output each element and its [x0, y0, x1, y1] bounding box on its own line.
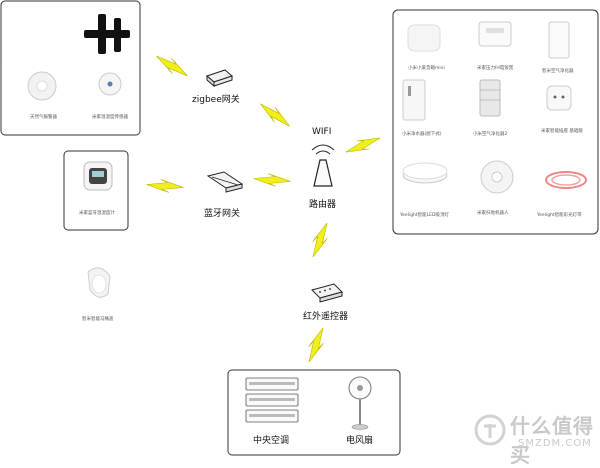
wifi-device-label-9: Yeelight智能彩光灯带	[537, 213, 582, 218]
zigbee-gateway-label: zigbee网关	[192, 95, 240, 105]
bt-thermometer-icon	[83, 161, 113, 191]
temp-sensor-icon	[98, 72, 122, 96]
wifi-device-icons	[402, 21, 587, 194]
wifi-label: WIFI	[312, 127, 332, 137]
gas-sensor-label: 天然气报警器	[30, 115, 57, 120]
ir-remote-label: 红外遥控器	[303, 312, 349, 322]
toilet-seat-icon	[87, 267, 111, 298]
electric-fan-label: 电风扇	[346, 436, 374, 446]
wifi-device-label-3: 智米空气净化器	[542, 69, 574, 74]
bolt-router-ir	[309, 220, 331, 260]
wifi-device-label-5: 小米空气净化器2	[473, 132, 508, 137]
wifi-device-label-6: 米家智能插座 基础版	[541, 129, 583, 134]
wifi-device-label-1: 小米小爱音箱mini	[408, 66, 445, 71]
bolt-zigbee-router	[255, 100, 295, 130]
central-ac-icon	[245, 377, 299, 423]
gas-sensor-icon	[27, 71, 57, 101]
wifi-device-label-2: 米家压力IH电饭煲	[477, 66, 514, 71]
bolt-bt-panel	[145, 176, 185, 196]
door-lock-icon	[84, 14, 130, 54]
bolt-router-wifi-panel	[343, 128, 383, 162]
fan-icon	[348, 376, 372, 430]
wifi-device-label-7: Yeelight智能LED吸顶灯	[400, 213, 449, 218]
router-label: 路由器	[309, 200, 337, 210]
network-diagram	[0, 0, 599, 456]
bolt-zigbee-panel	[152, 52, 192, 80]
temp-sensor-label: 米家温湿度传感器	[92, 115, 128, 120]
bolt-bt-router	[252, 170, 292, 190]
zigbee-gateway-icon	[206, 69, 233, 88]
ir-remote-icon	[311, 283, 343, 303]
router-icon	[311, 144, 335, 187]
toilet-seat-label: 智米智能马桶盖	[82, 317, 114, 322]
bt-gateway-icon	[206, 171, 244, 193]
wifi-device-label-8: 米家扫地机器人	[477, 211, 509, 216]
bolt-ir-devices	[305, 325, 327, 365]
central-ac-label: 中央空调	[253, 436, 290, 446]
bt-gateway-label: 蓝牙网关	[204, 209, 241, 219]
watermark-site: SMZDM.COM	[518, 438, 592, 449]
watermark-logo-icon	[474, 414, 506, 446]
bt-thermometer-label: 米家蓝牙温湿度计	[79, 211, 115, 216]
wifi-device-label-4: 小米净水器(厨下式)	[402, 132, 442, 137]
